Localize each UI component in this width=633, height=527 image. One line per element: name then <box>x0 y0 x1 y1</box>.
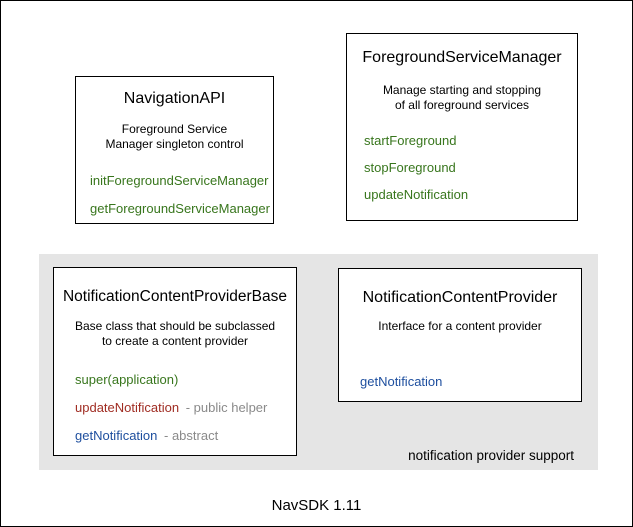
navigation-api-description: Foreground Service Manager singleton con… <box>76 122 273 152</box>
method-update-notification: updateNotification <box>364 187 469 202</box>
notification-content-provider-base-title: NotificationContentProviderBase <box>62 288 287 305</box>
method-get-foreground-service-manager: getForegroundServiceManager <box>90 201 270 216</box>
navigation-api-description-line1: Foreground Service <box>121 122 228 136</box>
method-start-foreground: startForeground <box>364 133 457 148</box>
class-box-notification-content-provider: NotificationContentProvider Interface fo… <box>338 268 582 402</box>
method-super-application: super(application) <box>75 372 179 387</box>
foreground-service-manager-description-line1: Manage starting and stopping <box>382 83 542 97</box>
method-get-notification-abstract: getNotification - abstract <box>75 428 296 443</box>
notification-content-provider-base-description-line1: Base class that should be subclassed <box>74 319 276 333</box>
method-note: - public helper <box>185 400 268 415</box>
class-box-foreground-service-manager: ForegroundServiceManager Manage starting… <box>346 33 578 221</box>
panel-label: notification provider support <box>408 448 574 463</box>
foreground-service-manager-title: ForegroundServiceManager <box>362 49 562 66</box>
navigation-api-methods: initForegroundServiceManager getForegrou… <box>90 173 273 216</box>
navigation-api-title: NavigationAPI <box>123 90 226 107</box>
foreground-service-manager-description: Manage starting and stopping of all fore… <box>347 83 577 113</box>
foreground-service-manager-methods: startForeground stopForeground updateNot… <box>364 133 577 202</box>
class-box-notification-content-provider-base: NotificationContentProviderBase Base cla… <box>53 267 297 456</box>
method-get-notification: getNotification <box>360 374 443 389</box>
class-box-navigation-api: NavigationAPI Foreground Service Manager… <box>75 76 274 224</box>
notification-content-provider-description: Interface for a content provider <box>339 319 581 334</box>
notification-content-provider-methods: getNotification <box>360 374 581 389</box>
method-stop-foreground: stopForeground <box>364 160 456 175</box>
method-name: getNotification <box>75 428 158 443</box>
notification-content-provider-base-methods: super(application) updateNotification - … <box>75 372 296 443</box>
diagram-caption: NavSDK 1.11 <box>271 497 362 514</box>
notification-content-provider-base-description-line2: to create a content provider <box>101 334 249 348</box>
notification-content-provider-description-line1: Interface for a content provider <box>378 319 542 333</box>
foreground-service-manager-description-line2: of all foreground services <box>394 98 530 112</box>
notification-content-provider-base-description: Base class that should be subclassed to … <box>54 319 296 349</box>
navigation-api-description-line2: Manager singleton control <box>105 137 244 151</box>
method-update-notification-helper: updateNotification - public helper <box>75 400 296 415</box>
method-note: - abstract <box>164 428 219 443</box>
method-init-foreground-service-manager: initForegroundServiceManager <box>90 173 269 188</box>
notification-content-provider-title: NotificationContentProvider <box>362 289 558 306</box>
method-name: updateNotification <box>75 400 180 415</box>
